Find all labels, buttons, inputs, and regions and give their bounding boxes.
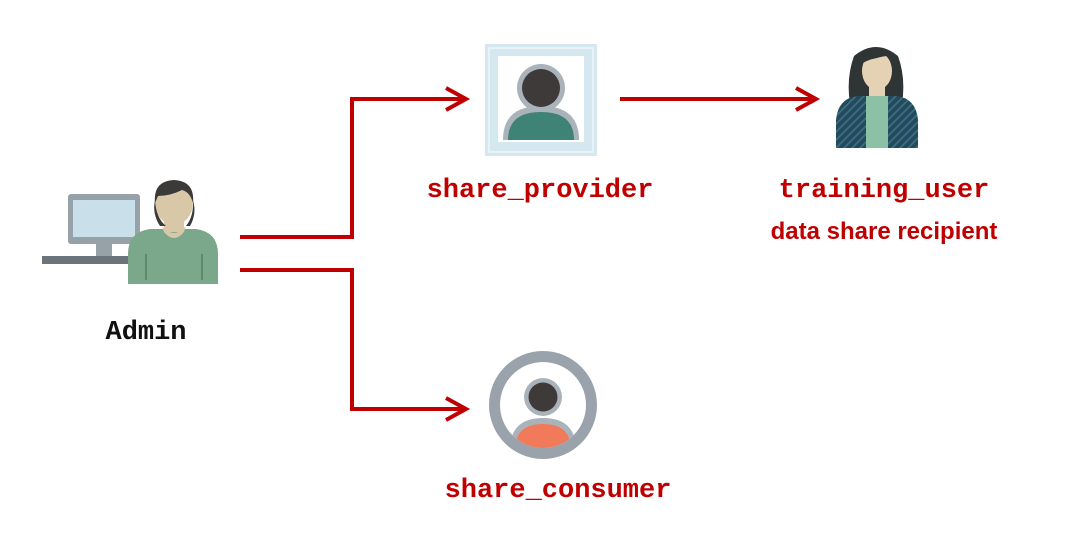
admin-computer-user-icon xyxy=(42,180,218,284)
connector-provider-to-training-user xyxy=(620,86,821,112)
share-provider-label: share_provider xyxy=(426,176,654,206)
training-user-sublabel: data share recipient xyxy=(770,218,998,245)
training-user-label: training_user xyxy=(778,176,990,206)
share-consumer-label: share_consumer xyxy=(444,476,672,506)
admin-label: Admin xyxy=(105,318,187,348)
consumer-avatar-icon xyxy=(489,351,597,459)
provider-avatar-icon xyxy=(485,44,597,156)
connector-admin-to-consumer xyxy=(240,268,471,422)
woman-user-icon xyxy=(836,47,918,148)
computer-monitor-icon xyxy=(42,194,140,264)
connector-admin-to-provider xyxy=(240,86,471,239)
admin-person-icon xyxy=(128,180,218,284)
